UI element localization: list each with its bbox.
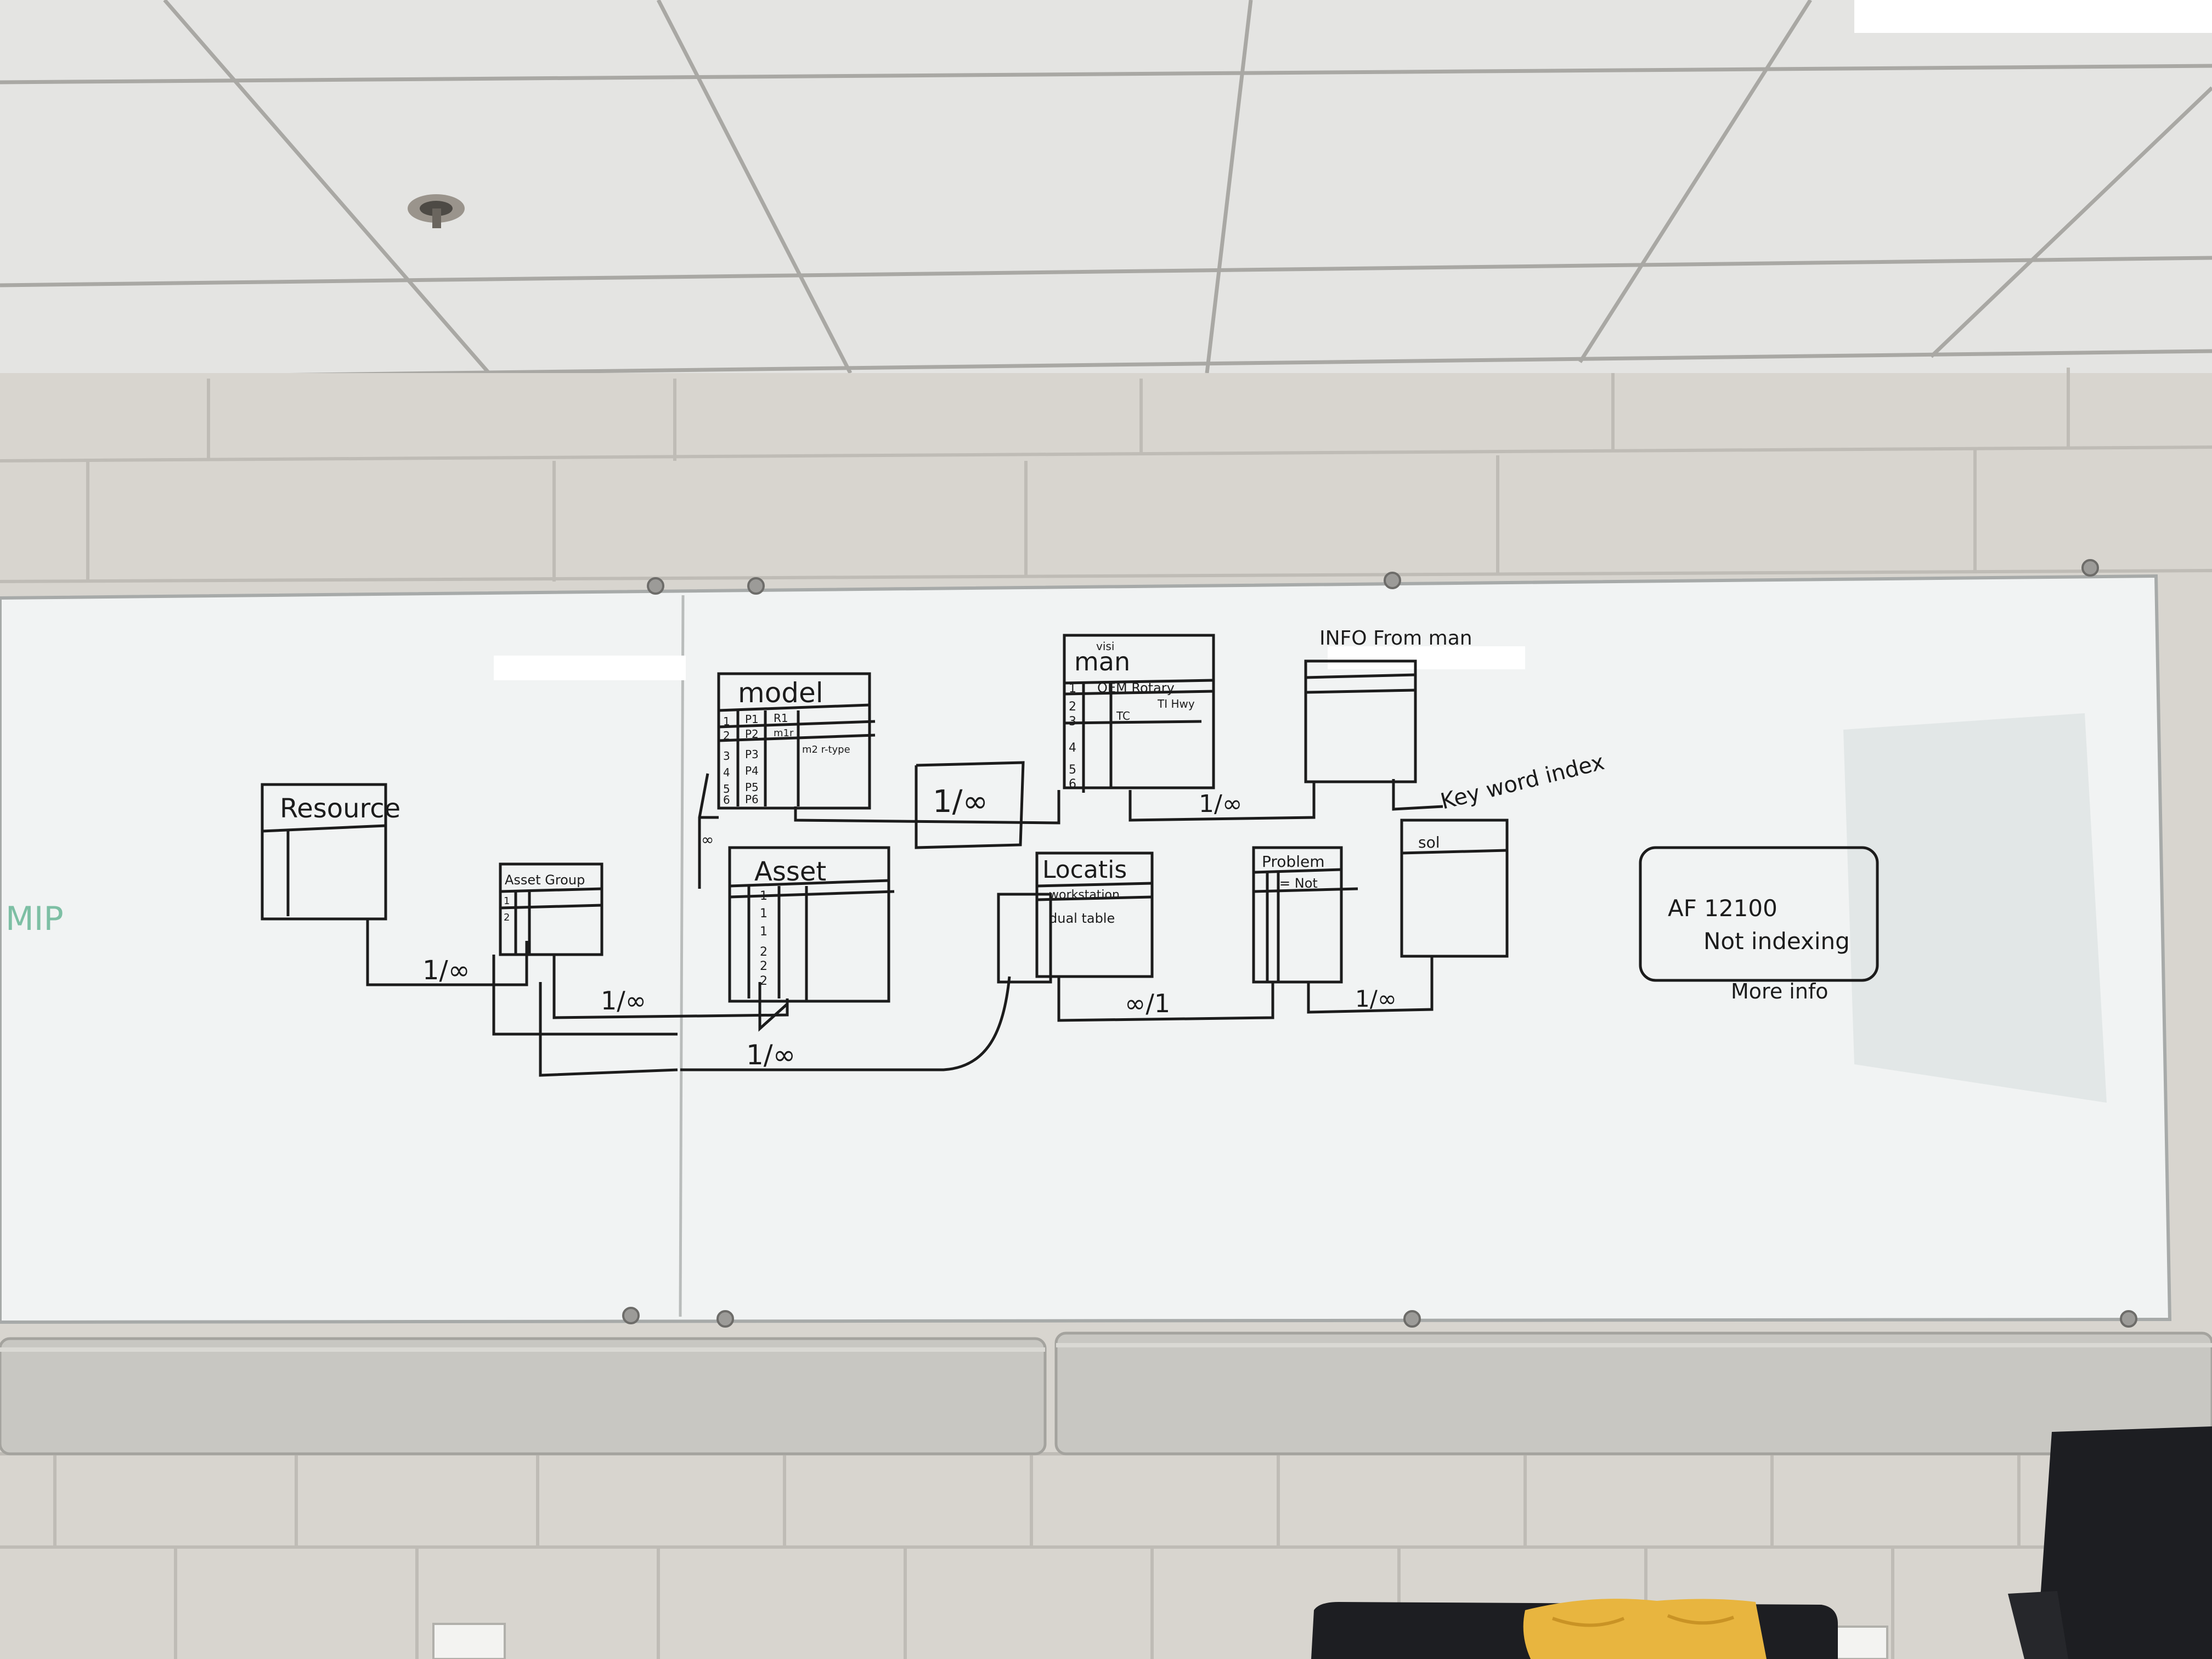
more-info-label: More info	[1731, 979, 1829, 1003]
man-tc: TC	[1116, 709, 1130, 723]
rel-model-man: 1/∞	[933, 784, 988, 820]
problem-label: Problem	[1262, 853, 1324, 871]
sprinkler-icon	[408, 194, 465, 228]
asset-val-2: 1	[760, 907, 768, 921]
model-row-6: 6	[723, 793, 730, 806]
model-r1: R1	[774, 712, 788, 725]
asset-val-6: 2	[760, 974, 768, 988]
model-row-5: 5	[723, 782, 730, 795]
rel-asset-loc: 1/∞	[746, 1039, 795, 1071]
window-reflection	[1843, 713, 2107, 1103]
model-p2: P2	[745, 727, 759, 741]
asset-group-row-2: 2	[504, 912, 510, 923]
man-row-2: 2	[1069, 700, 1076, 714]
locations-row-2: dual table	[1049, 911, 1115, 926]
locations-row-1: workstation	[1049, 888, 1120, 902]
model-p3: P3	[745, 748, 759, 761]
model-m1r: m1r	[774, 727, 794, 739]
man-row-3: 3	[1069, 715, 1076, 729]
model-m2rtype: m2 r-type	[802, 744, 850, 755]
board-glare	[1328, 646, 1525, 669]
whiteboard	[0, 574, 2172, 1324]
board-seam	[679, 595, 685, 1317]
problem-row-label: = Not	[1279, 876, 1318, 891]
not-indexing-label: Not indexing	[1703, 928, 1850, 955]
man-label: man	[1074, 647, 1130, 676]
model-p5: P5	[745, 781, 759, 794]
model-row-3: 3	[723, 749, 730, 763]
man-oem-rotary: OEM Rotary	[1097, 680, 1175, 696]
man-row-4: 4	[1069, 741, 1076, 755]
model-label: model	[738, 677, 823, 709]
af-code-label: AF 12100	[1668, 895, 1778, 922]
towel	[1523, 1599, 1767, 1659]
man-row-1: 1	[1069, 682, 1076, 696]
asset-label: Asset	[754, 856, 826, 887]
chair	[2008, 1426, 2212, 1659]
model-row-1: 1	[723, 715, 730, 728]
asset-val-4: 2	[760, 945, 768, 959]
model-p6: P6	[745, 793, 759, 806]
rel-problem-sol: 1/∞	[1355, 985, 1397, 1012]
info-from-man-label: INFO From man	[1319, 627, 1472, 650]
rel-resource-group: 1/∞	[422, 955, 470, 986]
asset-group-row-1: 1	[504, 895, 510, 907]
ceiling-light-icon	[1854, 0, 2212, 33]
model-p4: P4	[745, 764, 759, 777]
locations-label: Locatis	[1042, 856, 1127, 884]
board-glare	[494, 656, 686, 680]
asset-val-5: 2	[760, 960, 768, 973]
marker-diagram	[261, 634, 1879, 1077]
man-row-5: 5	[1069, 763, 1076, 777]
asset-val-3: 1	[760, 925, 768, 939]
ceiling	[0, 0, 2212, 384]
man-row-6: 6	[1069, 777, 1076, 791]
sol-label: sol	[1418, 833, 1440, 851]
model-asset-side-label: ∞	[701, 831, 714, 849]
board-ledge	[0, 1331, 2212, 1455]
model-row-4: 4	[723, 766, 730, 779]
rel-man-info: 1/∞	[1199, 790, 1242, 818]
asset-group-label: Asset Group	[505, 872, 585, 888]
model-row-2: 2	[723, 729, 730, 742]
model-p1: P1	[745, 713, 759, 726]
rel-group-asset: 1/∞	[601, 986, 646, 1015]
board-standoff-icon	[622, 559, 2137, 1328]
resource-label: Resource	[280, 793, 400, 824]
man-ti-hwy: TI Hwy	[1157, 697, 1195, 710]
rel-loc-problem: ∞/1	[1125, 989, 1170, 1018]
side-scribble: MIP	[5, 900, 64, 938]
man-sub-label: visi	[1096, 640, 1114, 653]
asset-val-1: 1	[760, 889, 768, 903]
